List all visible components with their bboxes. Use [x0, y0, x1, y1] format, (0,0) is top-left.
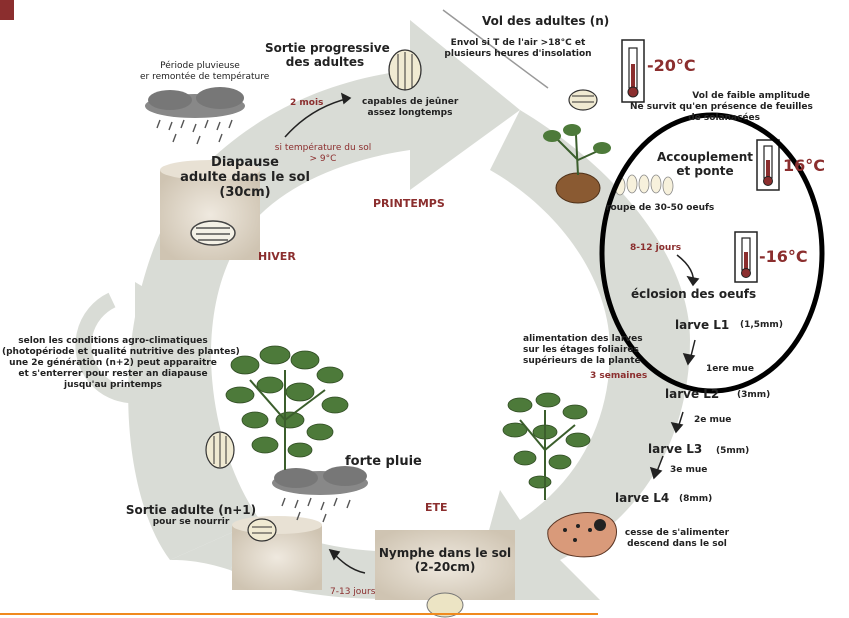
thermometer-16a-icon	[757, 140, 779, 190]
potato-plant-left	[226, 346, 348, 470]
pupa-title: Nymphe dans le sol (2-20cm)	[372, 546, 518, 574]
beetle-flying	[569, 90, 597, 110]
moult-2-label: 2e mue	[694, 415, 731, 426]
heavy-rain-label: forte pluie	[345, 454, 422, 469]
rainy-period-line-2: er remontée de température	[140, 72, 260, 83]
diapause-line-2: adulte dans le sol	[180, 170, 310, 185]
soil-temp-text: si température du sol > 9°C	[268, 143, 378, 165]
flight-condition-line-2: plusieurs heures d'insolation	[440, 49, 596, 60]
second-generation-line-3: une 2e génération (n+2) peut apparaitre	[2, 358, 224, 369]
stop-feeding-text: cesse de s'alimenter descend dans le sol	[612, 528, 742, 550]
season-summer-label: ETE	[425, 501, 448, 514]
larva-feeding-text: alimentation des larves sur les étages f…	[523, 334, 643, 367]
flight-condition-text: Envol si T de l'air >18°C et plusieurs h…	[440, 38, 596, 60]
adult-exit-line-2: pour se nourrir	[118, 517, 264, 528]
adult-exit-title: Sortie adulte (n+1) pour se nourrir	[118, 503, 264, 528]
mating-line-2: et ponte	[655, 164, 755, 178]
larva-l2-label: larve L2	[665, 387, 719, 401]
soil-temp-line-1: si température du sol	[268, 143, 378, 154]
rain-cloud-bottom	[272, 466, 368, 522]
thermometer-16b-icon	[735, 232, 757, 282]
adult-exit-line-1: Sortie adulte (n+1)	[118, 503, 264, 517]
days-8-12-label: 8-12 jours	[630, 243, 681, 254]
stop-feeding-line-1: cesse de s'alimenter	[612, 528, 742, 539]
egg-group-label: roupe de 30-50 oeufs	[606, 203, 714, 214]
second-generation-line-4: et s'enterrer pour rester an diapause	[2, 369, 224, 380]
larva-l4-label: larve L4	[615, 491, 669, 505]
larva-l2-size: (3mm)	[737, 390, 770, 401]
egg-cluster	[615, 175, 673, 195]
larva-l1-size: (1,5mm)	[740, 320, 783, 331]
short-flight-line-3: de solanacées	[630, 113, 810, 124]
second-generation-line-1: selon les conditions agro-climatiques	[2, 336, 224, 347]
pupa-line-2: (2-20cm)	[372, 560, 518, 574]
short-flight-line-1: Vol de faible amplitude	[630, 91, 810, 102]
second-generation-line-2: (photopériode et qualité nutritive des p…	[2, 347, 224, 358]
season-winter-label: HIVER	[258, 250, 296, 263]
progressive-exit-line-2: des adultes	[265, 55, 385, 69]
fasting-text: capables de jeûner assez longtemps	[362, 97, 458, 119]
progressive-exit-title: Sortie progressive des adultes	[265, 41, 385, 69]
moult-3-label: 3e mue	[670, 465, 707, 476]
adult-flight-title: Vol des adultes (n)	[482, 14, 609, 28]
fasting-line-1: capables de jeûner	[362, 97, 458, 108]
temperature-16b-label: -16°C	[759, 247, 808, 266]
larva-l4-size: (8mm)	[679, 494, 712, 505]
beetle-left	[206, 432, 234, 468]
rain-cloud-top	[145, 87, 245, 144]
days-7-13-label: 7-13 jours	[330, 587, 375, 598]
larva-l3-label: larve L3	[648, 442, 702, 456]
diapause-line-3: (30cm)	[180, 185, 310, 200]
larva-feeding-line-1: alimentation des larves	[523, 334, 643, 345]
larva-feeding-line-3: supérieurs de la plante	[523, 356, 643, 367]
temperature-20-label: -20°C	[647, 56, 696, 75]
rainy-period-line-1: Période pluvieuse	[140, 61, 260, 72]
hatching-label: éclosion des oeufs	[631, 287, 756, 301]
larva-feeding-line-2: sur les étages foliaires	[523, 345, 643, 356]
soil-temp-line-2: > 9°C	[268, 154, 378, 165]
mating-title: Accouplement et ponte	[655, 150, 755, 178]
fasting-line-2: assez longtemps	[362, 108, 458, 119]
footer-rule	[0, 613, 598, 615]
stop-feeding-line-2: descend dans le sol	[612, 539, 742, 550]
temperature-16a-label: 16°C	[783, 156, 825, 175]
mating-line-1: Accouplement	[655, 150, 755, 164]
flight-condition-line-1: Envol si T de l'air >18°C et	[440, 38, 596, 49]
pupa-line-1: Nymphe dans le sol	[372, 546, 518, 560]
second-generation-line-5: jusqu'au printemps	[2, 380, 224, 391]
moult-1-label: 1ere mue	[706, 364, 754, 375]
rainy-period-text: Période pluvieuse er remontée de tempéra…	[140, 61, 260, 83]
corner-marker	[0, 0, 14, 20]
two-months-label: 2 mois	[290, 98, 323, 109]
beetle-top	[389, 50, 421, 90]
larva-l1-label: larve L1	[675, 318, 729, 332]
three-weeks-label: 3 semaines	[590, 371, 647, 382]
short-flight-text: Vol de faible amplitude Ne survit qu'en …	[630, 91, 810, 124]
season-spring-label: PRINTEMPS	[373, 197, 445, 210]
progressive-exit-line-1: Sortie progressive	[265, 41, 385, 55]
short-flight-line-2: Ne survit qu'en présence de feuilles	[630, 102, 810, 113]
second-generation-text: selon les conditions agro-climatiques (p…	[2, 336, 224, 391]
larva-l3-size: (5mm)	[716, 446, 749, 457]
